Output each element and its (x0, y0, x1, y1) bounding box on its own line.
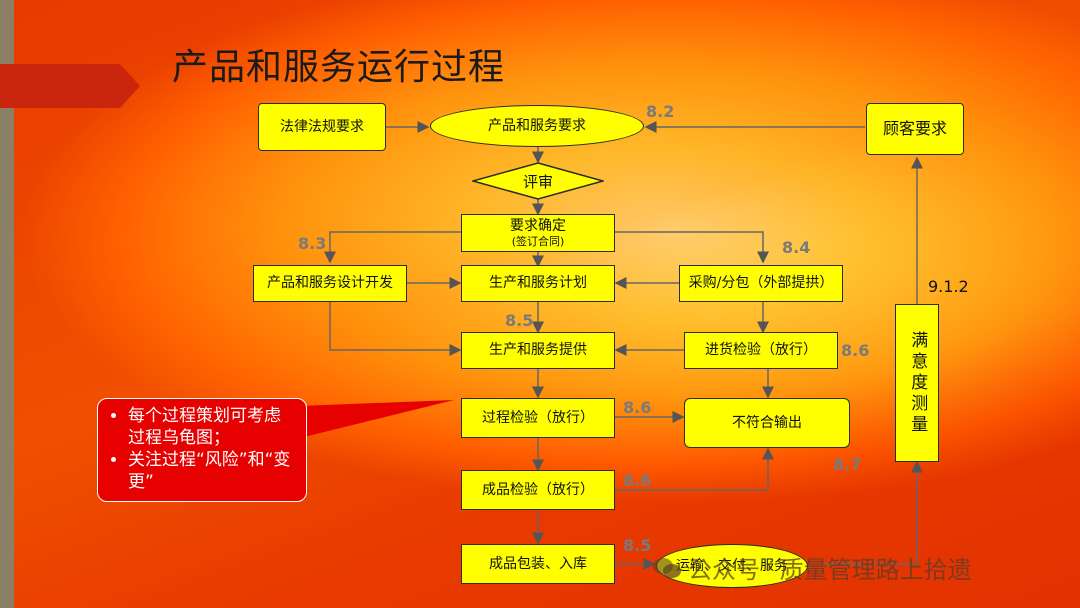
clause-8-6-final-label: 8.6 (623, 471, 652, 490)
clause-8-6-process-label: 8.6 (623, 398, 652, 417)
clause-8-7-label: 8.7 (833, 455, 862, 474)
clause-8-4-label: 8.4 (782, 238, 811, 257)
watermark-dot: · (766, 553, 774, 582)
watermark-prefix: 公众号 (688, 556, 760, 584)
purchasing-box: 采购/分包（外部提拱） (679, 265, 843, 302)
chat-bubble-icon (652, 556, 682, 580)
satisfaction-measurement-box: 满意度测量 (895, 304, 939, 462)
delivery-service-ellipse: 运输、交付、服务 (656, 544, 808, 588)
final-inspection-box: 成品检验（放行） (461, 470, 615, 510)
callout-item-2: 关注过程“风险”和“变更” (128, 449, 296, 493)
clause-9-1-2-label: 9.1.2 (928, 277, 969, 296)
nonconforming-output-box: 不符合输出 (684, 398, 850, 448)
left-bar (0, 0, 14, 608)
clause-8-6-incoming-label: 8.6 (841, 341, 870, 360)
clause-8-3-label: 8.3 (298, 234, 327, 253)
requirements-determination-label: 要求确定 (510, 218, 566, 234)
title-arrow-tab (0, 64, 140, 108)
note-callout: 每个过程策划可考虑过程乌龟图； 关注过程“风险”和“变更” (97, 398, 307, 502)
requirements-determination-box: 要求确定 (签订合同) (461, 214, 615, 252)
review-label: 评审 (522, 172, 553, 191)
watermark: 公众号 · 质量管理路上拾遗 (652, 550, 972, 585)
design-development-box: 产品和服务设计开发 (253, 265, 407, 302)
production-plan-box: 生产和服务计划 (461, 265, 615, 302)
process-inspection-box: 过程检验（放行） (461, 398, 615, 438)
incoming-inspection-box: 进货检验（放行） (684, 332, 838, 369)
page-title: 产品和服务运行过程 (172, 47, 506, 88)
callout-item-1: 每个过程策划可考虑过程乌龟图； (128, 405, 296, 449)
customer-requirements-box: 顾客要求 (866, 103, 964, 155)
clause-8-5-delivery-label: 8.5 (623, 536, 652, 555)
clause-8-5-label: 8.5 (505, 311, 534, 330)
legal-requirements-box: 法律法规要求 (258, 103, 386, 151)
product-service-requirements-ellipse: 产品和服务要求 (430, 105, 644, 147)
contract-signing-sublabel: (签订合同) (511, 234, 565, 248)
production-provision-box: 生产和服务提供 (461, 332, 615, 369)
review-diamond: 评审 (472, 162, 604, 200)
watermark-name: 质量管理路上拾遗 (779, 556, 972, 584)
packing-storage-box: 成品包装、入库 (461, 544, 615, 584)
callout-pointer (300, 400, 454, 438)
clause-8-2-label: 8.2 (646, 102, 675, 121)
